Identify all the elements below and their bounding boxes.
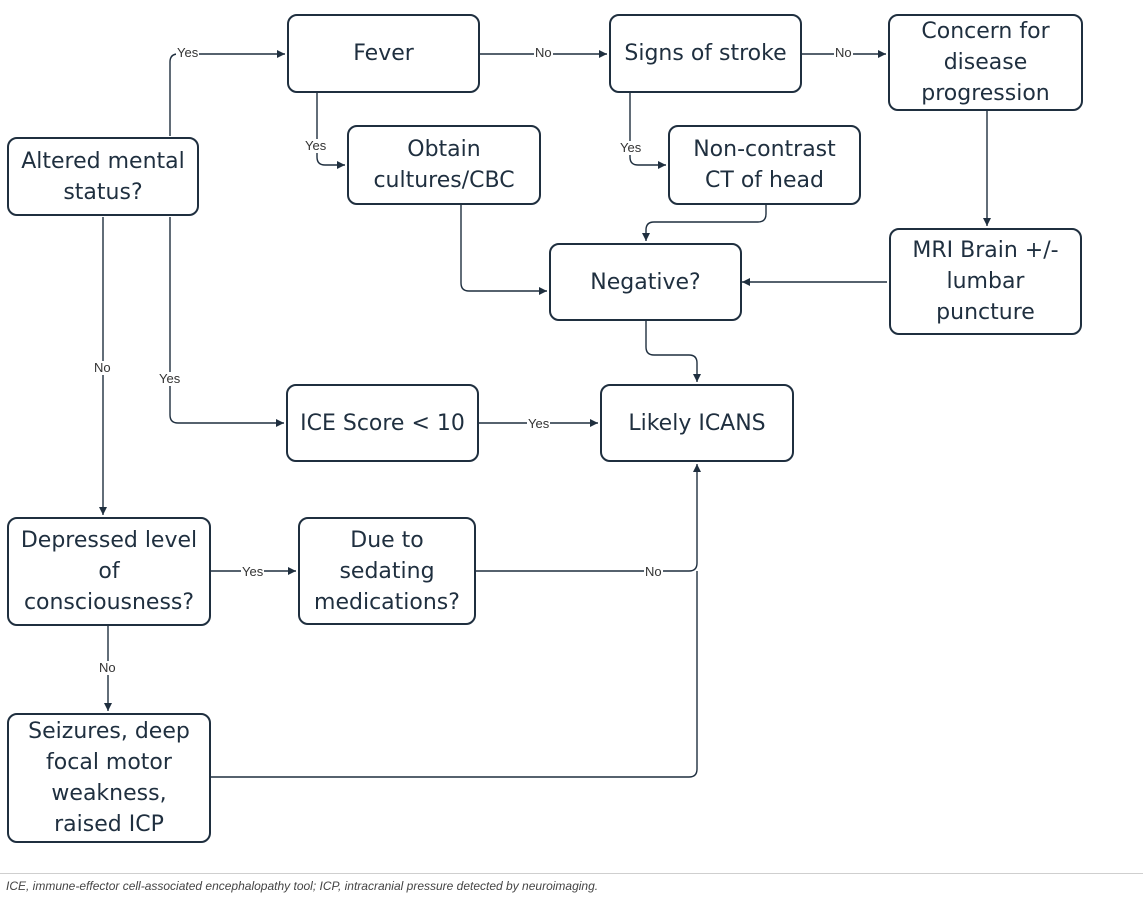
label-depressed-to-seizures: No: [98, 660, 117, 675]
likely-icans-node: Likely ICANS: [600, 384, 794, 462]
label-depressed-to-sedating: Yes: [241, 564, 265, 579]
depressed-consciousness-node: Depressed level of consciousness?: [7, 517, 211, 626]
signs-of-stroke-text: Signs of stroke: [624, 41, 787, 66]
obtain-cultures-text: Obtain cultures/CBC: [373, 137, 515, 193]
edge-stroke-to-ct: [629, 93, 666, 169]
label-stroke-to-concern: No: [834, 45, 853, 60]
ice-score-node: ICE Score < 10: [286, 384, 479, 462]
label-fever-to-stroke: No: [534, 45, 553, 60]
likely-icans-text: Likely ICANS: [628, 410, 766, 436]
label-sedating-to-icans: No: [644, 564, 663, 579]
label-stroke-to-ct: Yes: [619, 140, 643, 155]
sedating-meds-node: Due to sedating medications?: [298, 517, 476, 625]
edge-sedating-to-icans: [476, 464, 701, 572]
seizures-text: Seizures, deep focal motor weakness, rai…: [28, 719, 190, 837]
negative-node: Negative?: [549, 243, 742, 321]
sedating-meds-text: Due to sedating medications?: [314, 527, 460, 615]
depressed-consciousness-text: Depressed level of consciousness?: [20, 528, 198, 615]
fever-node: Fever: [287, 14, 480, 93]
edge-negative-to-icans: [645, 321, 701, 382]
label-ice-to-icans: Yes: [527, 416, 551, 431]
non-contrast-ct-text: Non-contrast CT of head: [693, 137, 836, 193]
figure-caption: ICE, immune-effector cell-associated enc…: [6, 879, 599, 893]
edge-cultures-to-negative: [460, 205, 547, 295]
edge-seizures-to-icans: [211, 571, 698, 778]
caption-divider: [0, 873, 1143, 874]
ice-score-text: ICE Score < 10: [300, 410, 465, 436]
edge-ct-to-negative: [642, 205, 767, 241]
edge-ams-to-fever: [169, 50, 285, 136]
mri-brain-text: MRI Brain +/- lumbar puncture: [912, 238, 1059, 325]
fever-text: Fever: [353, 41, 414, 66]
edge-ams-to-ice: [169, 217, 284, 427]
label-fever-to-cultures: Yes: [304, 138, 328, 153]
mri-brain-node: MRI Brain +/- lumbar puncture: [889, 228, 1082, 335]
label-ams-to-depressed: No: [93, 360, 112, 375]
concern-progression-text: Concern for disease progression: [921, 19, 1050, 106]
label-ams-to-fever: Yes: [176, 45, 200, 60]
altered-mental-status-node: Altered mental status?: [7, 137, 199, 216]
seizures-node: Seizures, deep focal motor weakness, rai…: [7, 713, 211, 843]
altered-mental-status-text: Altered mental status?: [21, 148, 185, 205]
edge-fever-to-cultures: [316, 93, 345, 169]
label-ams-to-ice: Yes: [158, 371, 182, 386]
non-contrast-ct-node: Non-contrast CT of head: [668, 125, 861, 205]
obtain-cultures-node: Obtain cultures/CBC: [347, 125, 541, 205]
signs-of-stroke-node: Signs of stroke: [609, 14, 802, 93]
negative-text: Negative?: [590, 269, 701, 295]
concern-progression-node: Concern for disease progression: [888, 14, 1083, 111]
